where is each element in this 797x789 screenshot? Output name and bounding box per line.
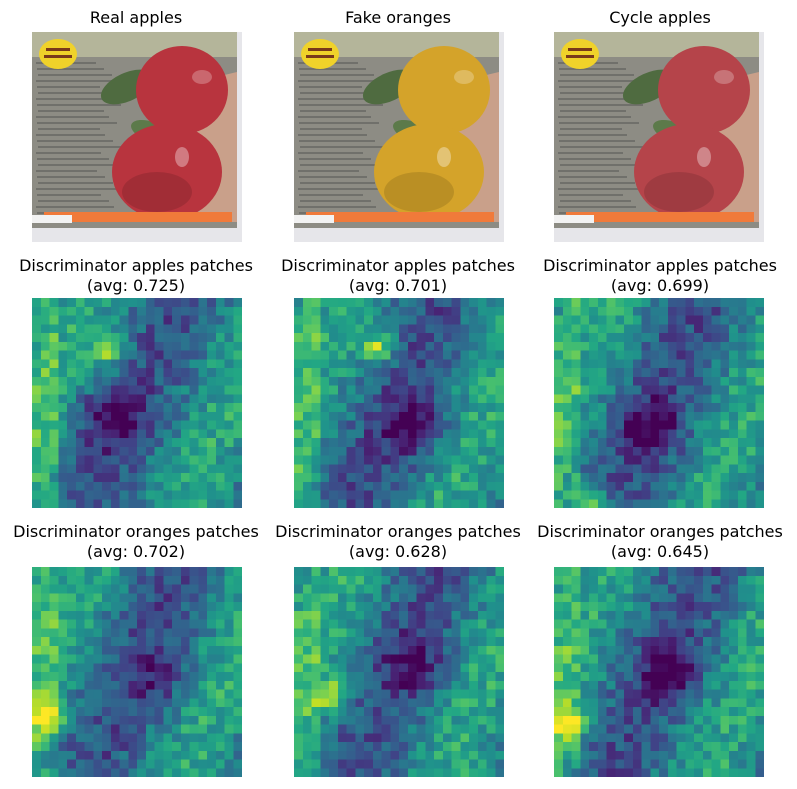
- heatmap-canvas: [554, 567, 764, 777]
- heatmap-disc-oranges-2: [294, 567, 504, 777]
- heatmap-canvas: [554, 298, 764, 508]
- panel-title: Cycle apples: [609, 8, 711, 27]
- panel-avg: (avg: 0.702): [86, 542, 186, 561]
- panel-title: Discriminator apples patches: [281, 256, 515, 275]
- panel-title: Discriminator apples patches: [543, 256, 777, 275]
- heatmap-disc-apples-3: [554, 298, 764, 508]
- heatmap-canvas: [294, 298, 504, 508]
- panel-title: Fake oranges: [345, 8, 451, 27]
- heatmap-disc-oranges-1: [32, 567, 242, 777]
- panel-avg: (avg: 0.699): [610, 276, 710, 295]
- cycle-apples-image: [554, 32, 764, 242]
- panel-avg: (avg: 0.645): [610, 542, 710, 561]
- panel-avg: (avg: 0.628): [348, 542, 448, 561]
- panel-title: Discriminator oranges patches: [13, 522, 259, 541]
- real-apples-image: [32, 32, 242, 242]
- heatmap-canvas: [32, 567, 242, 777]
- apple-photo-cycle: [554, 32, 764, 242]
- heatmap-disc-apples-1: [32, 298, 242, 508]
- apple-photo-real: [32, 32, 242, 242]
- fake-oranges-image: [294, 32, 504, 242]
- panel-avg: (avg: 0.725): [86, 276, 186, 295]
- apple-photo-fake: [294, 32, 504, 242]
- panel-title: Discriminator oranges patches: [537, 522, 783, 541]
- panel-title: Discriminator oranges patches: [275, 522, 521, 541]
- heatmap-disc-apples-2: [294, 298, 504, 508]
- heatmap-canvas: [32, 298, 242, 508]
- panel-title: Real apples: [89, 8, 183, 27]
- panel-title: Discriminator apples patches: [19, 256, 253, 275]
- heatmap-canvas: [294, 567, 504, 777]
- heatmap-disc-oranges-3: [554, 567, 764, 777]
- panel-avg: (avg: 0.701): [348, 276, 448, 295]
